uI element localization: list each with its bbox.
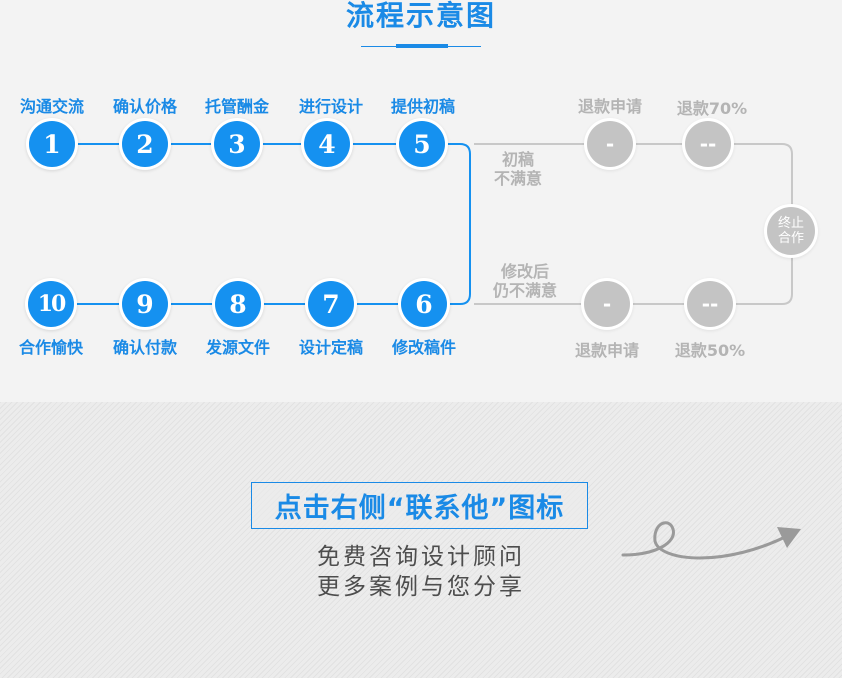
step-3-label: 托管酬金 <box>204 97 269 116</box>
step-6-label: 修改稿件 <box>391 338 456 357</box>
branch-bottom-note-line2: 仍不满意 <box>492 281 557 300</box>
branch-top-note-line2: 不满意 <box>493 169 542 188</box>
refund-request-node-bottom: - <box>584 281 630 327</box>
branch-top-note: 初稿 不满意 <box>468 150 568 188</box>
step-2-circle: 2 <box>122 121 168 167</box>
page-title: 流程示意图 <box>345 0 496 32</box>
step-8-label: 发源文件 <box>205 338 270 357</box>
step-3-circle: 3 <box>214 121 260 167</box>
step-1-circle: 1 <box>29 121 75 167</box>
step-4-label: 进行设计 <box>298 97 363 116</box>
refund-70-node: -- <box>685 121 731 167</box>
cta-section <box>0 402 842 678</box>
refund-50-node: -- <box>687 281 733 327</box>
curly-arrow-icon <box>621 521 801 560</box>
refund-request-label-top: 退款申请 <box>577 97 642 116</box>
step-6-circle: 6 <box>401 281 447 327</box>
step-7-circle: 7 <box>308 281 354 327</box>
title-underline-accent <box>396 44 448 48</box>
cta-subtitle-line1: 免费咨询设计顾问 <box>317 544 525 570</box>
flow-section <box>0 0 842 402</box>
refund-70-label: 退款70% <box>676 99 748 118</box>
step-2-label: 确认价格 <box>112 97 177 116</box>
terminate-cooperation-node: 终止 合作 <box>767 207 815 255</box>
step-5-circle: 5 <box>399 121 445 167</box>
step-7-label: 设计定稿 <box>298 338 363 357</box>
step-9-circle: 9 <box>122 281 168 327</box>
contact-him-button[interactable]: 点击右侧“联系他”图标 <box>251 482 588 529</box>
step-1-label: 沟通交流 <box>19 97 84 116</box>
step-4-circle: 4 <box>304 121 350 167</box>
branch-bottom-note-line1: 修改后 <box>500 262 549 281</box>
refund-50-label: 退款50% <box>674 341 746 360</box>
refund-request-label-bottom: 退款申请 <box>574 341 639 360</box>
step-8-circle: 8 <box>215 281 261 327</box>
branch-top-note-line1: 初稿 <box>501 150 534 169</box>
step-10-label: 合作愉快 <box>18 338 83 357</box>
refund-request-node-top: - <box>587 121 633 167</box>
step-5-label: 提供初稿 <box>390 97 455 116</box>
cta-subtitle-line2: 更多案例与您分享 <box>317 574 525 600</box>
branch-bottom-note: 修改后 仍不满意 <box>475 262 575 300</box>
connector-5-6 <box>422 143 471 305</box>
step-9-label: 确认付款 <box>112 338 177 357</box>
step-10-circle: 10 <box>28 281 74 327</box>
